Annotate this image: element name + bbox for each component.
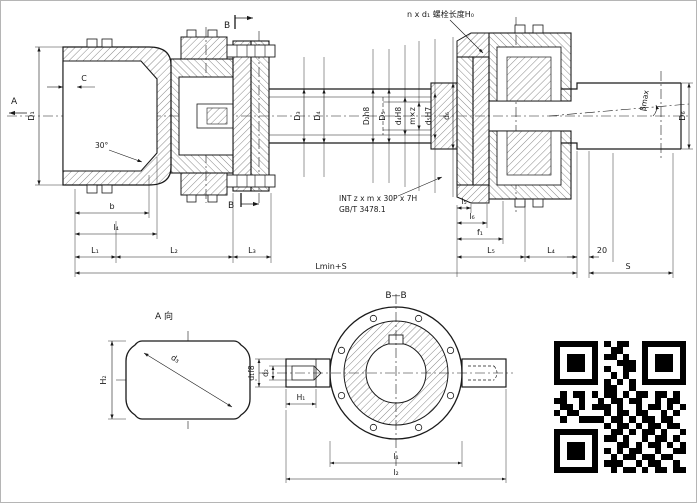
companion-flange	[226, 40, 276, 192]
note-bolt-length: n x d₁ 螺栓长度H₀	[407, 9, 474, 19]
flange-hatched-ring	[344, 321, 449, 425]
dim-label-L4: L₄	[547, 246, 555, 255]
dim-label-d4h8: d₄H8	[394, 107, 403, 125]
dim-label-l4-small: l₄	[113, 223, 118, 232]
section-marker-b-bottom: B	[228, 201, 234, 211]
dim-label-lmin-plus-s: Lmin+S	[315, 262, 346, 271]
dim-label-d1f8: d₁f8	[247, 365, 256, 380]
view-a-title: A 向	[155, 310, 173, 322]
dim-label-20: 20	[597, 246, 607, 255]
dim-label-d6-cap: D₆	[678, 111, 687, 120]
dim-label-d3: D₃	[293, 111, 302, 120]
dim-label-l2: l₂	[393, 468, 398, 477]
output-shaft	[548, 82, 690, 150]
right-joint	[456, 24, 572, 208]
section-bb: B—B	[247, 291, 513, 483]
angle-label-beta-max: βmax	[638, 89, 651, 112]
dim-label-l6-small: l₆	[469, 212, 474, 221]
dim-label-l1: l₁	[393, 452, 398, 461]
dim-label-h1: H₁	[297, 393, 306, 402]
dim-label-l5-small: l₅	[461, 197, 466, 206]
dim-label-d2-view: d₂	[261, 369, 270, 377]
note-spline-line2: GB/T 3478.1	[339, 205, 386, 214]
c-dimension	[47, 85, 143, 163]
left-joint-bearing	[170, 29, 234, 203]
main-assembly-view: D₁ D₃ D₄ D₂h8 D₅ d₄H8 m×z d₅H7 d₆ D₆ βma…	[7, 9, 693, 278]
bb-dimensions	[255, 358, 507, 483]
right-trunnion	[461, 358, 507, 388]
angle-label-30: 30°	[95, 141, 109, 150]
dim-label-L3: L₃	[248, 246, 256, 255]
dim-label-h2: H₂	[99, 375, 108, 384]
view-a: A 向 d₃ H₂	[99, 310, 260, 429]
dim-label-f1: f₁	[477, 228, 483, 237]
view-marker-a: A	[11, 97, 18, 107]
left-flange-yoke	[62, 38, 172, 194]
dim-label-L2: L₂	[170, 246, 178, 255]
dim-label-d1: D₁	[27, 111, 36, 120]
dim-label-d5h7: d₅H7	[424, 107, 433, 125]
dim-label-d4: D₄	[313, 111, 322, 120]
dim-label-L1: L₁	[91, 246, 99, 255]
note-spline-line1: INT z x m x 30P x 7H	[339, 194, 417, 203]
view-markers	[9, 15, 259, 207]
dim-label-b: b	[109, 202, 114, 211]
dim-label-d2h8: D₂h8	[362, 107, 371, 126]
qr-code	[554, 341, 686, 473]
dim-label-d3-view: d₃	[169, 353, 181, 365]
dim-label-d5-cap: D₅	[378, 111, 387, 120]
bolt-holes	[337, 314, 455, 432]
dim-label-c: C	[81, 74, 87, 83]
section-marker-b-top: B	[224, 21, 230, 31]
dim-label-d6: d₆	[442, 112, 451, 120]
dim-label-s: S	[625, 262, 630, 271]
length-dimensions	[74, 151, 674, 278]
dim-label-mxz: m×z	[408, 107, 417, 125]
note-leaders	[397, 19, 484, 197]
diameter-dimensions	[35, 37, 693, 197]
dim-label-L5: L₅	[487, 246, 495, 255]
